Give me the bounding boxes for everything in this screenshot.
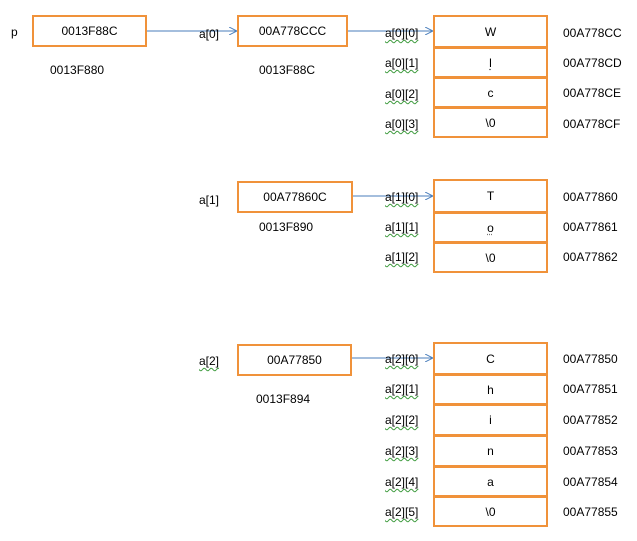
row2-label: a[2]: [199, 354, 220, 368]
row1-pointer-value: 00A77860C: [263, 190, 327, 204]
char-cell: o: [433, 212, 548, 243]
cell-label: a[1][2]: [385, 250, 419, 264]
char-cell: W: [433, 15, 548, 48]
char-cell: \0: [433, 242, 548, 273]
char-cell: \0: [433, 107, 548, 138]
cell-address: 00A77855: [563, 505, 618, 519]
row0-pointer-box: 00A778CCC: [237, 15, 348, 47]
char-cell: a: [433, 466, 548, 497]
cell-address: 00A778CD: [563, 56, 622, 70]
cell-address: 00A77851: [563, 382, 618, 396]
row1-pointer-box: 00A77860C: [237, 181, 353, 213]
char-value: i: [489, 413, 492, 427]
cell-address: 00A77850: [563, 352, 618, 366]
cell-label: a[2][3]: [385, 444, 419, 458]
cell-address: 00A77852: [563, 413, 618, 427]
char-value: T: [486, 189, 495, 203]
char-value: o: [487, 220, 494, 235]
pointer-address: 0013F880: [50, 63, 105, 77]
char-value: n: [487, 444, 494, 458]
cell-label: a[0][0]: [385, 26, 419, 40]
cell-label: a[1][1]: [385, 220, 419, 234]
row0-label: a[0]: [199, 27, 220, 41]
cell-label: a[2][4]: [385, 475, 419, 489]
cell-address: 00A77854: [563, 475, 618, 489]
cell-address: 00A778CC: [563, 26, 622, 40]
cell-label: a[2][5]: [385, 505, 419, 519]
cell-address: 00A778CE: [563, 86, 622, 100]
cell-label: a[1][0]: [385, 190, 419, 204]
char-value: h: [487, 382, 494, 397]
char-cell: l: [433, 47, 548, 78]
cell-address: 00A77853: [563, 444, 618, 458]
cell-address: 00A778CF: [563, 117, 621, 131]
pointer-box: 0013F88C: [32, 15, 147, 47]
char-value: \0: [485, 504, 496, 519]
char-cell: i: [433, 404, 548, 436]
cell-address: 00A77861: [563, 220, 618, 234]
char-cell: T: [433, 179, 548, 213]
char-value: a: [487, 474, 494, 489]
row2-pointer-value: 00A77850: [267, 353, 322, 367]
row0-address: 0013F88C: [259, 63, 316, 77]
char-cell: C: [433, 342, 548, 375]
cell-label: a[0][1]: [385, 56, 419, 70]
pointer-label: p: [11, 25, 18, 39]
row2-address: 0013F894: [256, 392, 311, 406]
row1-label: a[1]: [199, 193, 220, 207]
char-cell: c: [433, 77, 548, 108]
char-value: C: [486, 351, 495, 366]
cell-label: a[0][3]: [385, 117, 419, 131]
char-value: \0: [485, 115, 496, 130]
char-value: c: [487, 85, 494, 100]
char-value: l: [489, 55, 492, 70]
cell-address: 00A77862: [563, 250, 618, 264]
char-value: W: [484, 24, 497, 39]
char-value: \0: [485, 250, 496, 265]
cell-label: a[2][1]: [385, 382, 419, 396]
row0-pointer-value: 00A778CCC: [258, 24, 327, 38]
char-cell: \0: [433, 496, 548, 527]
row1-address: 0013F890: [259, 220, 314, 234]
pointer-value: 0013F88C: [61, 24, 118, 38]
row2-pointer-box: 00A77850: [237, 344, 352, 376]
char-cell: n: [433, 435, 548, 467]
cell-label: a[0][2]: [385, 87, 419, 101]
cell-label: a[2][0]: [385, 352, 419, 366]
char-cell: h: [433, 374, 548, 405]
cell-label: a[2][2]: [385, 413, 419, 427]
cell-address: 00A77860: [563, 190, 618, 204]
